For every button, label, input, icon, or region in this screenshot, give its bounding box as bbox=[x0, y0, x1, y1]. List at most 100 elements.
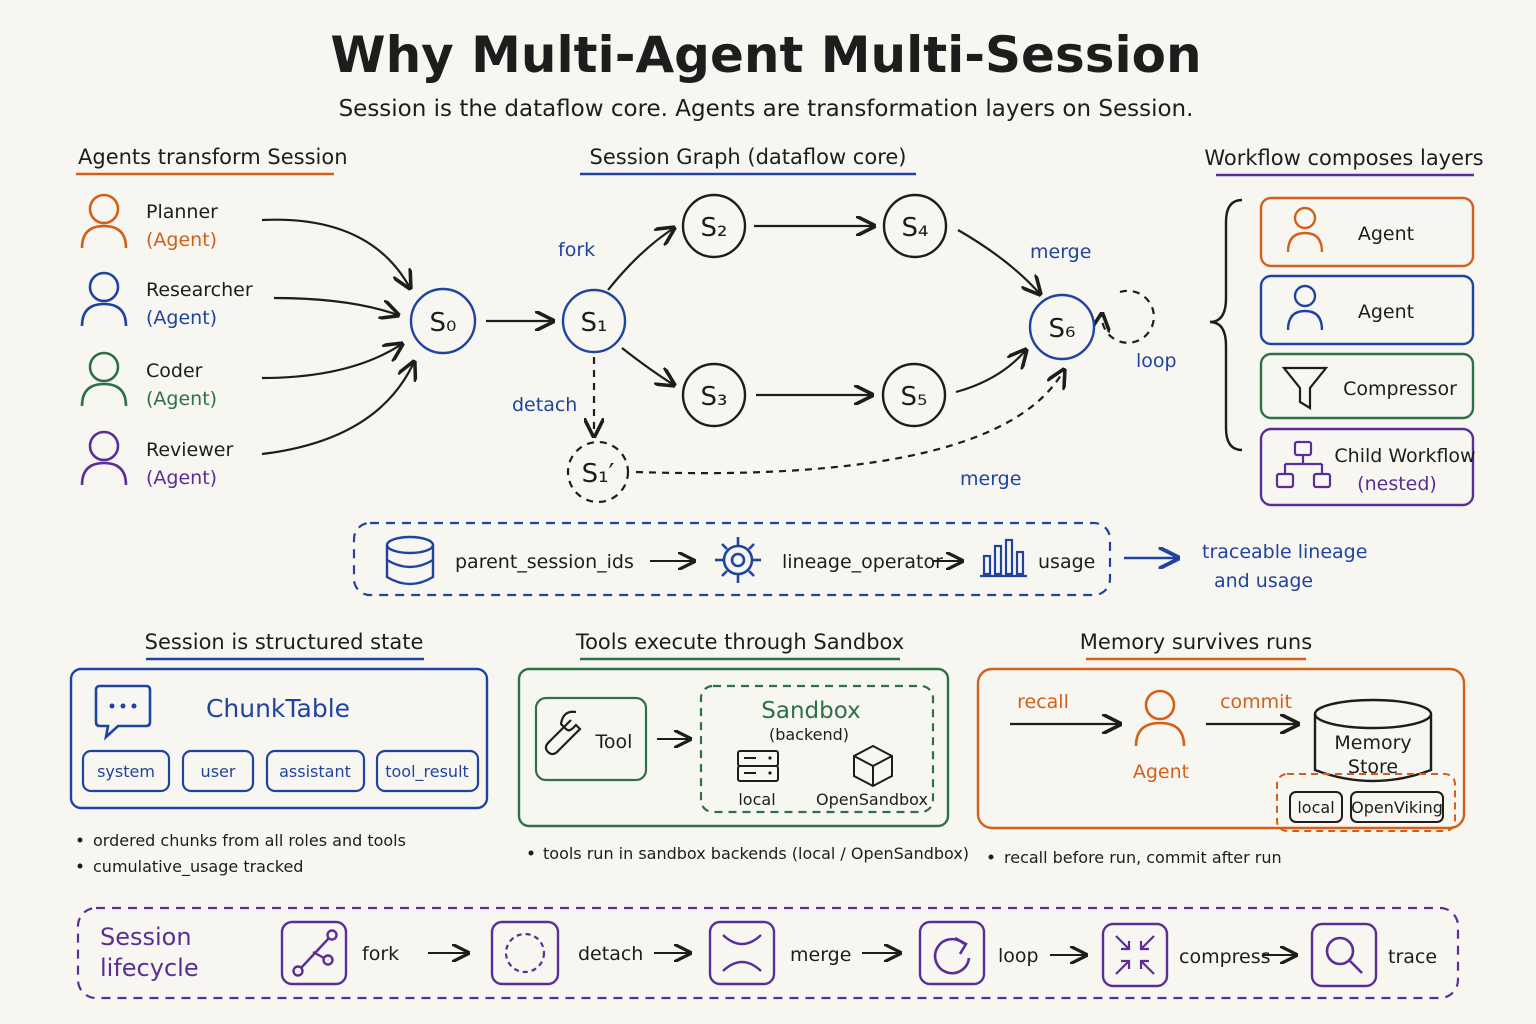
lifecycle-title-line2: lifecycle bbox=[100, 954, 199, 982]
chip-user: user bbox=[181, 749, 255, 793]
node-s2-label: S₂ bbox=[701, 213, 728, 243]
agent-coder: Coder (Agent) bbox=[80, 351, 217, 410]
chunktable-panel bbox=[69, 667, 489, 810]
state-section: Session is structured state ChunkTable s… bbox=[69, 630, 489, 877]
sandbox-box: Sandbox (backend) local OpenSandbox bbox=[699, 684, 935, 814]
memory-section: Memory survives runs recall Agent commit… bbox=[976, 630, 1466, 867]
lifecycle-title-line1: Session bbox=[100, 923, 192, 951]
commit-label: commit bbox=[1220, 691, 1292, 713]
lifecycle-step-loop: loop bbox=[918, 920, 1039, 986]
edge-s4-s6 bbox=[957, 229, 1040, 294]
agent-name: Reviewer bbox=[146, 439, 233, 461]
person-icon-body bbox=[1286, 231, 1324, 253]
edge-s1p-s6 bbox=[635, 370, 1064, 475]
memory-panel bbox=[976, 667, 1466, 830]
recall-label: recall bbox=[1017, 691, 1069, 713]
loop-icon bbox=[933, 937, 971, 975]
backend-opensandbox: OpenSandbox bbox=[816, 790, 928, 809]
detach-icon bbox=[504, 932, 546, 974]
server-led bbox=[768, 756, 772, 760]
loop-icon-head bbox=[954, 936, 968, 955]
edge-label-loop: loop bbox=[1136, 350, 1177, 372]
workflow-brace bbox=[1209, 198, 1243, 452]
memory-bullet: recall before run, commit after run bbox=[1004, 848, 1282, 867]
chip-system: system bbox=[81, 749, 171, 793]
tool-box: Tool bbox=[534, 696, 648, 782]
chip-label: assistant bbox=[279, 762, 351, 781]
lineage-item-parent: parent_session_ids bbox=[455, 551, 634, 573]
edge-s1-s3 bbox=[621, 347, 674, 385]
node-s2: S₂ bbox=[681, 193, 747, 259]
agent-name: Researcher bbox=[146, 279, 253, 301]
agent-name: Coder bbox=[146, 360, 203, 382]
node-s6-label: S₆ bbox=[1049, 314, 1076, 344]
node-s0: S₀ bbox=[409, 287, 477, 355]
person-icon-body bbox=[1286, 309, 1324, 331]
cube-icon bbox=[853, 744, 893, 788]
database-icon bbox=[385, 535, 435, 586]
arrow-researcher-s0 bbox=[273, 296, 398, 315]
workflow-heading: Workflow composes layers bbox=[1204, 146, 1483, 170]
node-s1: S₁ bbox=[561, 288, 627, 354]
person-icon-body bbox=[80, 382, 128, 407]
tool-label: Tool bbox=[595, 731, 633, 753]
node-s0-label: S₀ bbox=[430, 308, 457, 338]
chip-label: user bbox=[201, 762, 236, 781]
memory-backend-local: local bbox=[1289, 791, 1343, 823]
edge-label-merge-top: merge bbox=[1030, 241, 1091, 263]
server-icon bbox=[737, 750, 779, 782]
page-subtitle: Session is the dataflow core. Agents are… bbox=[339, 96, 1194, 122]
lifecycle-label: detach bbox=[578, 943, 643, 965]
trace-icon bbox=[1325, 936, 1363, 974]
workflow-layer-compressor: Compressor bbox=[1259, 352, 1475, 420]
gear-icon bbox=[715, 537, 761, 583]
memory-backends-box bbox=[1276, 773, 1456, 832]
lineage-result-line1: traceable lineage bbox=[1202, 541, 1367, 563]
person-icon bbox=[88, 430, 120, 462]
agent-planner: Planner (Agent) bbox=[80, 193, 218, 251]
node-s1p-label: S₁′ bbox=[582, 459, 615, 489]
person-icon-body bbox=[80, 224, 128, 249]
person-icon-body bbox=[80, 461, 128, 486]
workflow-layer-label: Agent bbox=[1358, 223, 1414, 245]
arrow-coder-s0 bbox=[261, 344, 402, 380]
bar-chart-icon bbox=[980, 538, 1027, 578]
lifecycle-step-trace: trace bbox=[1310, 922, 1437, 988]
server-led bbox=[768, 771, 772, 775]
tools-section: Tools execute through Sandbox Tool Sandb… bbox=[517, 630, 969, 863]
wrench-icon bbox=[544, 710, 582, 756]
workflow-section: Workflow composes layers Agent Agent Com… bbox=[1204, 146, 1484, 507]
bullet-dot bbox=[77, 863, 83, 869]
person-icon bbox=[88, 351, 120, 383]
bullet-dot bbox=[77, 837, 83, 843]
workflow-layer-label: Child Workflow bbox=[1334, 445, 1475, 467]
memory-store-line1: Memory bbox=[1334, 732, 1411, 754]
memory-store: Memory Store bbox=[1313, 698, 1433, 783]
workflow-layer-child: Child Workflow (nested) bbox=[1259, 427, 1476, 507]
node-s1-prime: S₁′ bbox=[566, 440, 630, 504]
lifecycle-label: loop bbox=[998, 945, 1039, 967]
lineage-bar: parent_session_ids lineage_operator usag… bbox=[352, 521, 1367, 597]
chat-dot bbox=[120, 703, 126, 709]
workflow-layer-agent-1: Agent bbox=[1259, 196, 1475, 268]
graph-heading: Session Graph (dataflow core) bbox=[590, 145, 907, 169]
workflow-layer-agent-2: Agent bbox=[1259, 274, 1475, 346]
node-s3-label: S₃ bbox=[701, 382, 728, 412]
page-title: Why Multi-Agent Multi-Session bbox=[330, 26, 1201, 84]
compress-icon bbox=[1115, 935, 1155, 975]
node-s1-label: S₁ bbox=[581, 308, 608, 338]
hierarchy-icon bbox=[1275, 440, 1332, 489]
person-icon bbox=[88, 193, 120, 225]
node-s4: S₄ bbox=[882, 193, 948, 259]
chat-dot bbox=[131, 703, 137, 709]
lineage-result-line2: and usage bbox=[1214, 570, 1313, 592]
sandbox-sub: (backend) bbox=[769, 725, 849, 744]
workflow-layer-label: Agent bbox=[1358, 301, 1414, 323]
agent-role: (Agent) bbox=[146, 467, 217, 489]
backend-local: local bbox=[738, 790, 775, 809]
state-bullet-1: ordered chunks from all roles and tools bbox=[93, 831, 406, 850]
lifecycle-bar: Session lifecycle fork detach bbox=[76, 906, 1460, 1000]
tools-panel bbox=[517, 667, 950, 828]
memory-agent-label: Agent bbox=[1133, 761, 1189, 783]
chip-label: tool_result bbox=[385, 762, 469, 782]
